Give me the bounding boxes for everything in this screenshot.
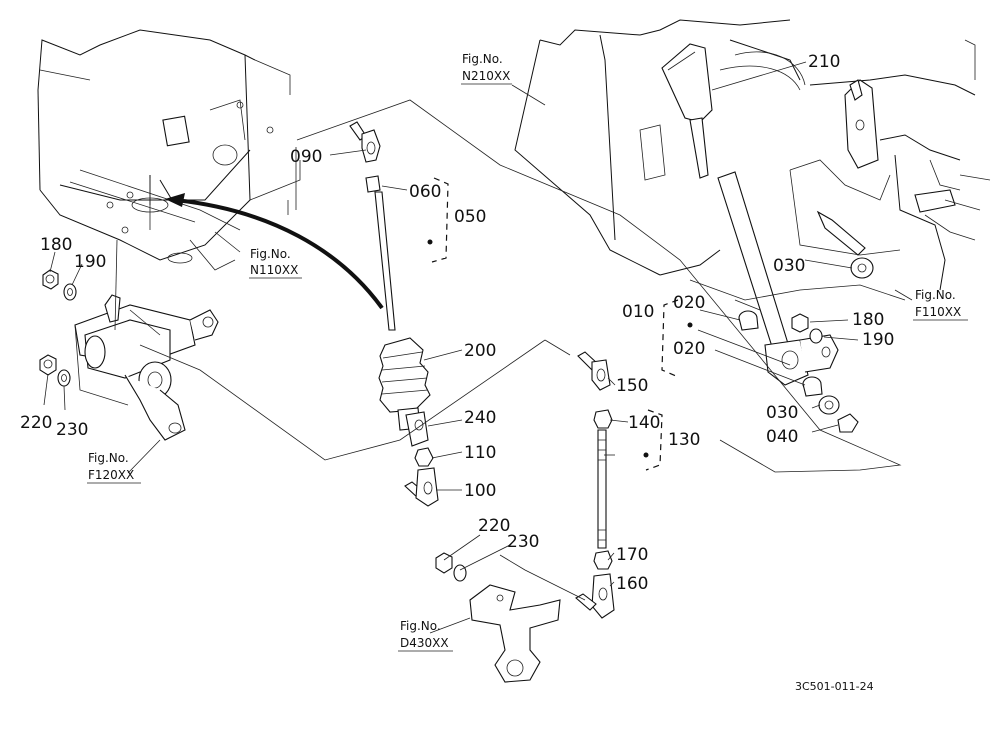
callout-020-bottom: 020 — [673, 339, 705, 359]
bracket-f110 — [789, 39, 991, 291]
figure-boundary-lines — [139, 99, 906, 601]
callout-100: 100 — [464, 481, 496, 501]
fig-ref-n210: N210XX — [462, 69, 510, 83]
washer-190-left — [63, 283, 77, 301]
callout-220-center: 220 — [478, 516, 510, 536]
shift-lever — [689, 117, 839, 386]
nut-140 — [593, 409, 613, 429]
fig-ref-f110: F110XX — [915, 305, 961, 319]
washer-190-right — [809, 328, 823, 344]
dot-020-top — [687, 322, 693, 328]
routing-arrow-curve — [174, 198, 384, 310]
callout-230-center: 230 — [507, 532, 539, 552]
callout-180-left: 180 — [40, 235, 72, 255]
dot-050 — [427, 239, 433, 245]
nut-110 — [414, 447, 434, 467]
washer-030-top — [850, 257, 874, 279]
nut-180-right — [791, 313, 809, 333]
washer-030-bottom — [818, 395, 840, 415]
callout-220-left: 220 — [20, 413, 52, 433]
callout-110: 110 — [464, 443, 496, 463]
callout-030-top: 030 — [773, 256, 805, 276]
console-housing — [514, 19, 806, 276]
callout-010: 010 — [622, 302, 654, 322]
left-bracket-assembly — [74, 294, 219, 441]
nut-220-left — [39, 354, 57, 376]
fig-ref-label-n210: Fig.No. — [462, 52, 503, 66]
fig-ref-d430: D430XX — [400, 636, 449, 650]
fig-ref-label-d430: Fig.No. — [400, 619, 441, 633]
callout-240: 240 — [464, 408, 496, 428]
callout-190-left: 190 — [74, 252, 106, 272]
dot-130 — [643, 452, 649, 458]
lever-d430 — [469, 584, 561, 683]
callout-040: 040 — [766, 427, 798, 447]
fig-ref-label-f110: Fig.No. — [915, 288, 956, 302]
callout-230-left: 230 — [56, 420, 88, 440]
callout-210: 210 — [808, 52, 840, 72]
lever-knob-210 — [661, 43, 713, 123]
group-bracket-010 — [661, 299, 679, 377]
leader-lines — [43, 61, 913, 634]
washer-230-left — [57, 369, 71, 387]
drawing-code: 3C501-011-24 — [795, 680, 874, 693]
washer-230-center — [453, 564, 467, 582]
rod-130 — [597, 429, 607, 549]
callout-160: 160 — [616, 574, 648, 594]
callout-140: 140 — [628, 413, 660, 433]
ball-joint-150 — [577, 351, 611, 391]
callout-020-top: 020 — [673, 293, 705, 313]
callout-090: 090 — [290, 147, 322, 167]
fig-ref-f120: F120XX — [88, 468, 134, 482]
callout-030-bottom: 030 — [766, 403, 798, 423]
fig-ref-label-f120: Fig.No. — [88, 451, 129, 465]
callout-200: 200 — [464, 341, 496, 361]
nut-180-left — [42, 269, 59, 290]
nut-220-center — [435, 552, 453, 574]
routing-arrowhead — [165, 193, 185, 207]
bushing-020-bottom — [802, 376, 823, 397]
cable-upper-end — [349, 121, 381, 193]
figure-refs: Fig.No. N210XX Fig.No. N110XX Fig.No. F1… — [87, 52, 968, 652]
fig-ref-label-n110: Fig.No. — [250, 247, 291, 261]
ball-joint-160 — [575, 573, 615, 619]
bushing-020-top — [738, 310, 759, 331]
frame-assembly — [37, 29, 301, 271]
ball-joint-100 — [404, 467, 439, 507]
callout-190-right: 190 — [862, 330, 894, 350]
nut-170 — [593, 550, 613, 570]
clip-040 — [837, 413, 859, 433]
fig-ref-n110: N110XX — [250, 263, 298, 277]
callout-labels: 090 060 050 200 240 110 100 150 140 130 … — [20, 52, 894, 594]
cable-end-240 — [405, 411, 429, 447]
cable-rod-050 — [374, 191, 396, 331]
callout-130: 130 — [668, 430, 700, 450]
callout-050: 050 — [454, 207, 486, 227]
callout-060: 060 — [409, 182, 441, 202]
callout-150: 150 — [616, 376, 648, 396]
callout-170: 170 — [616, 545, 648, 565]
callout-180-right: 180 — [852, 310, 884, 330]
